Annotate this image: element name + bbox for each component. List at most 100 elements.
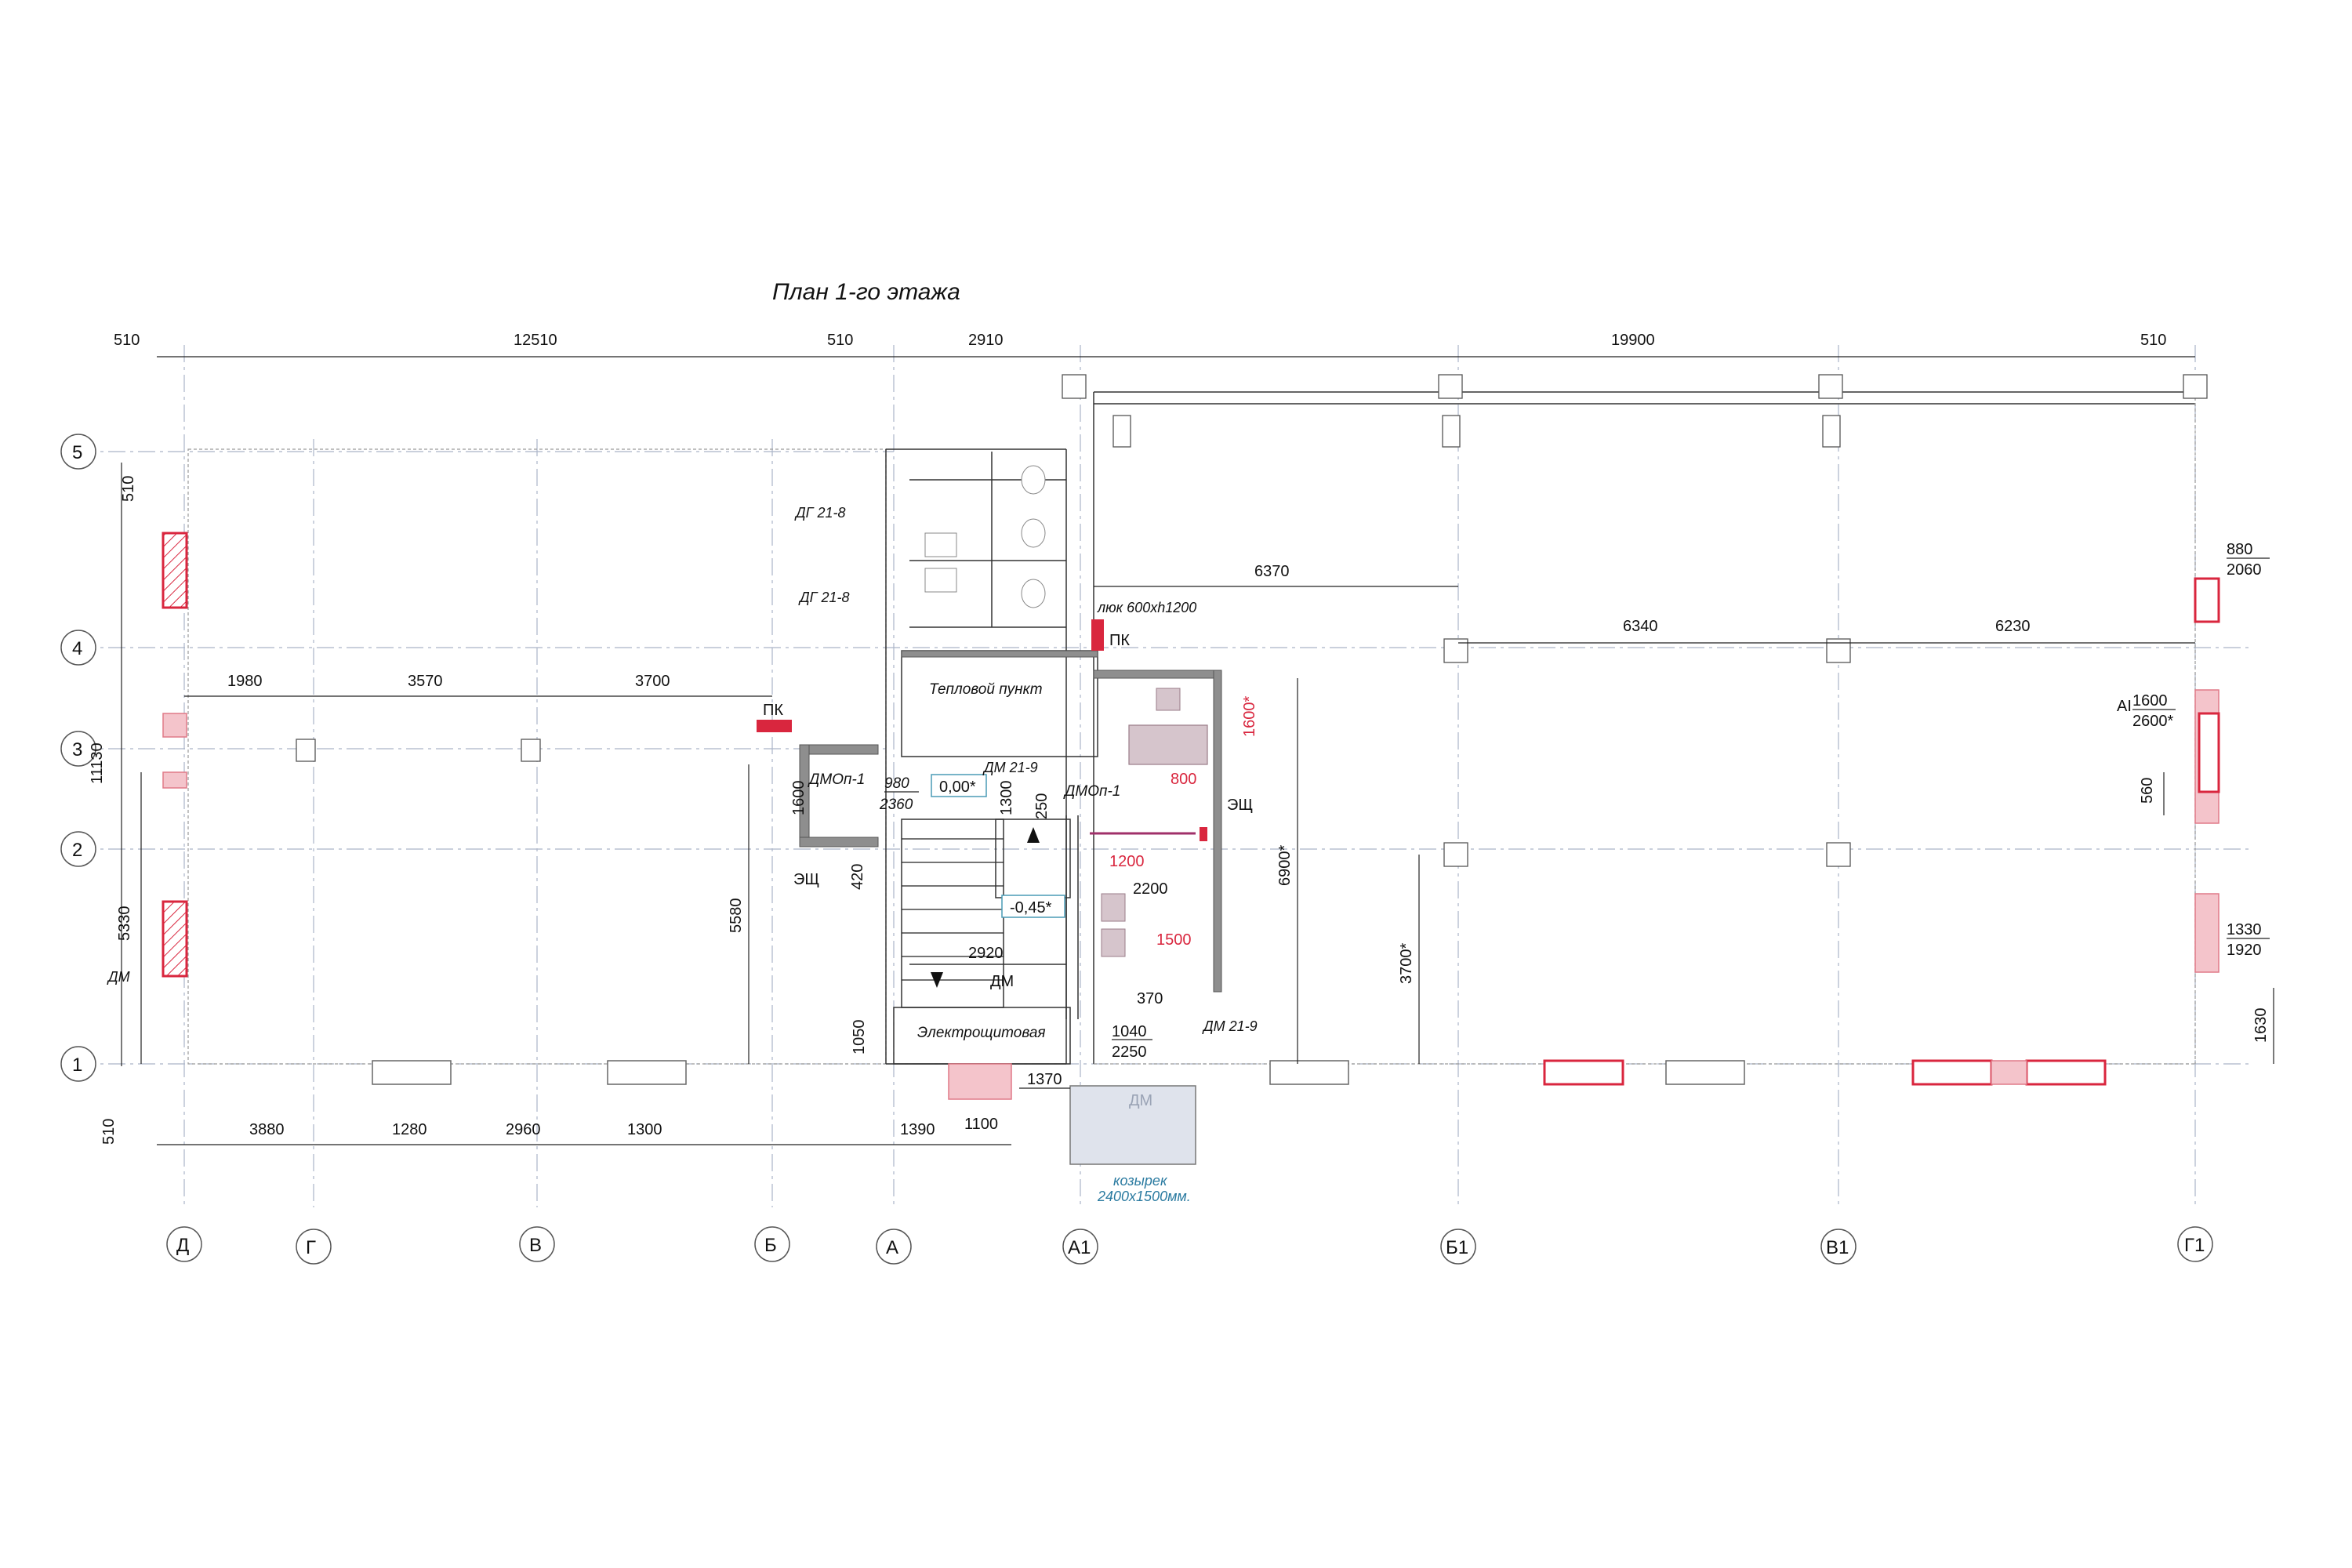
row4-dim-2: 3570 — [408, 673, 443, 690]
opening-1: 980 2360 — [879, 775, 919, 813]
svg-text:1920: 1920 — [2227, 942, 2262, 959]
room-dim-1300: 1300 — [998, 781, 1015, 816]
opening-5: AI 1600 2600* — [2117, 692, 2176, 730]
bottom-dim-7: 1370 — [1027, 1071, 1062, 1088]
door-dg-2: ДГ 21-8 — [798, 590, 850, 605]
svg-text:2060: 2060 — [2227, 561, 2262, 579]
columns — [296, 374, 2208, 867]
left-dim-total: 11130 — [89, 742, 106, 784]
top-dim-4: 2910 — [968, 332, 1004, 349]
svg-text:2250: 2250 — [1112, 1044, 1147, 1061]
right-dim-560: 560 — [2139, 778, 2156, 804]
bottom-dim-4: 1300 — [627, 1121, 662, 1138]
top-dim-6: 510 — [2140, 332, 2166, 349]
svg-text:1600: 1600 — [2132, 692, 2168, 710]
room-dim-1600-red: 1600* — [1241, 696, 1258, 737]
dmop-label-right: ДМОп-1 — [1063, 783, 1120, 800]
windows — [162, 532, 2220, 1100]
svg-text:AI: AI — [2117, 698, 2132, 715]
room-dim-420: 420 — [849, 864, 866, 890]
room-dim-2200: 2200 — [1133, 880, 1168, 898]
right-dim-3700: 3700* — [1398, 943, 1415, 984]
room-dim-1200: 1200 — [1109, 853, 1145, 870]
pk-label-right: ПК — [1109, 632, 1130, 649]
svg-text:880: 880 — [2227, 541, 2252, 558]
up-arrow — [1027, 827, 1040, 843]
axis-col-d: Д — [176, 1235, 189, 1256]
axis-row-4: 4 — [72, 638, 82, 659]
opening-3: 880 2060 — [2227, 541, 2270, 579]
axis-row-5: 5 — [72, 442, 82, 463]
down-arrow — [931, 972, 943, 988]
svg-text:2600*: 2600* — [2132, 713, 2173, 730]
row4-dim-right-1: 6340 — [1623, 618, 1658, 635]
left-dim-bottom: 510 — [100, 1119, 118, 1145]
right-dim-1630: 1630 — [2252, 1008, 2270, 1044]
opening-4: 1330 1920 — [2227, 921, 2270, 959]
equipment-small — [1156, 688, 1181, 711]
door-dm-219-b: ДМ 21-9 — [1202, 1018, 1258, 1034]
room-dim-1500: 1500 — [1156, 931, 1192, 949]
door-dm-219-a: ДМ 21-9 — [982, 760, 1038, 775]
axis-col-a: А — [886, 1237, 898, 1258]
opening-2: 1040 2250 — [1112, 1023, 1152, 1061]
grid-lines — [78, 345, 2250, 1207]
axis-row-1: 1 — [72, 1054, 82, 1076]
hatch-label: люк 600xh1200 — [1097, 600, 1196, 615]
equipment-b — [1101, 928, 1126, 957]
svg-text:980: 980 — [884, 775, 909, 792]
top-dim-1: 510 — [114, 332, 140, 349]
door-dm-stair: ДМ — [990, 973, 1014, 990]
dmop-label-left: ДМОп-1 — [808, 771, 865, 788]
top-dim-2: 12510 — [514, 332, 557, 349]
room-electrical: Электрощитовая — [917, 1025, 1046, 1041]
left-dim-top: 510 — [120, 476, 137, 502]
bottom-dim-5: 1390 — [900, 1121, 935, 1138]
bottom-dim-1: 3880 — [249, 1121, 285, 1138]
plan-title: План 1-го этажа — [772, 279, 960, 305]
axis-col-v: В — [529, 1235, 542, 1256]
svg-text:1330: 1330 — [2227, 921, 2262, 938]
bottom-dim-2: 1280 — [392, 1121, 427, 1138]
bottom-dim-6: 1100 — [964, 1116, 998, 1133]
pk-label-left: ПК — [763, 702, 783, 719]
right-dim-6900: 6900* — [1276, 845, 1294, 886]
svg-text:1040: 1040 — [1112, 1023, 1147, 1040]
walls — [187, 391, 2196, 1165]
row4-dim-1: 1980 — [227, 673, 263, 690]
room-dim-250: 250 — [1033, 793, 1051, 819]
axis-col-g: Г — [306, 1237, 316, 1258]
room-dim-370: 370 — [1137, 990, 1163, 1007]
top-dim-3: 510 — [827, 332, 853, 349]
canopy — [1069, 1085, 1196, 1165]
equipment-a — [1101, 893, 1126, 922]
axis-row-2: 2 — [72, 840, 82, 861]
level-minus: -0,45* — [1010, 899, 1052, 916]
door-dg-1: ДГ 21-8 — [794, 505, 846, 521]
axis-col-v1: В1 — [1826, 1237, 1849, 1258]
room-dim-1050: 1050 — [851, 1020, 868, 1055]
room-dim-1600: 1600 — [790, 781, 808, 816]
bottom-dim-3: 2960 — [506, 1121, 541, 1138]
canopy-label-1: козырек — [1113, 1173, 1168, 1189]
axis-bubbles — [60, 434, 2213, 1265]
top-dim-5: 19900 — [1611, 332, 1655, 349]
eshch-label-right: ЭЩ — [1227, 797, 1253, 814]
door-dm-canopy: ДМ — [1129, 1092, 1152, 1109]
axis-row-3: 3 — [72, 739, 82, 760]
room-dim-2920: 2920 — [968, 945, 1004, 962]
left-dim-mid: 5330 — [116, 906, 133, 942]
canopy-label-2: 2400x1500мм. — [1097, 1189, 1191, 1204]
level-0: 0,00* — [939, 779, 976, 796]
inner-dim-5580: 5580 — [728, 898, 745, 934]
dimension-lines — [121, 356, 2274, 1145]
row4-dim-right-2: 6230 — [1995, 618, 2031, 635]
row5-dim-right: 6370 — [1254, 563, 1290, 580]
row4-dim-3: 3700 — [635, 673, 670, 690]
pk-marker-right — [1091, 619, 1104, 651]
axis-col-a1: А1 — [1068, 1237, 1091, 1258]
toilet-fixtures — [924, 465, 1046, 608]
svg-text:2360: 2360 — [879, 797, 913, 813]
door-dm-left: ДМ — [107, 969, 130, 985]
